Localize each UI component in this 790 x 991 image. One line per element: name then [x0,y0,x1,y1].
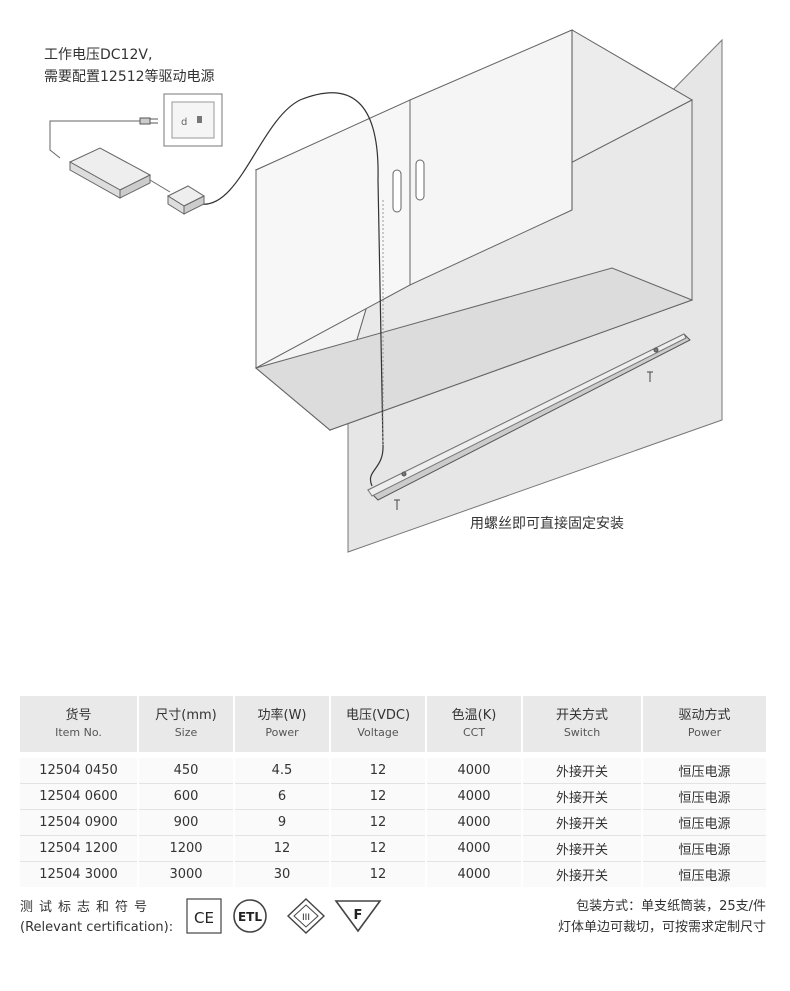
header-cct: 色温(K)CCT [426,696,523,755]
table-row: 12504 0600 600 6 12 4000 外接开关 恒压电源 [20,783,766,810]
header-voltage: 电压(VDC)Voltage [330,696,427,755]
table-cell: 12504 0600 [20,783,139,810]
svg-text:III: III [302,913,310,923]
power-note-line2: 需要配置12512等驱动电源 [44,69,215,85]
power-note-line1: 工作电压DC12V, [44,47,153,63]
table-row: 12504 3000 3000 30 12 4000 外接开关 恒压电源 [20,861,766,887]
packaging-line1: 包装方式：单支纸筒装，25支/件 [576,899,766,914]
table-cell: 12 [330,835,427,862]
table-cell: 12504 0900 [20,809,139,836]
table-cell: 恒压电源 [642,861,766,887]
table-cell: 900 [138,809,235,836]
packaging-info: 包装方式：单支纸筒装，25支/件 灯体单边可裁切，可按需求定制尺寸 [558,896,766,938]
table-row: 12504 0900 900 9 12 4000 外接开关 恒压电源 [20,809,766,836]
table-row: 12504 0450 450 4.5 12 4000 外接开关 恒压电源 [20,752,766,784]
table-cell: 外接开关 [522,835,643,862]
table-cell: 12504 1200 [20,835,139,862]
table-cell: 恒压电源 [642,752,766,784]
table-cell: 4000 [426,861,523,887]
connector-icon [166,185,206,215]
svg-text:CE: CE [194,909,214,927]
table-cell: 外接开关 [522,861,643,887]
ce-mark-icon: CE [186,898,222,934]
table-cell: 12504 0450 [20,752,139,784]
screw-icon [647,371,653,382]
table-cell: 4000 [426,752,523,784]
led-profile-bar [367,333,691,501]
power-driver-box [68,147,152,199]
table-cell: 12 [330,752,427,784]
svg-text:ETL: ETL [238,910,262,924]
table-cell: 30 [234,861,331,887]
certification-label-zh: 测试标志和符号 [20,900,154,915]
cable [199,92,384,487]
table-cell: 12 [234,835,331,862]
cabinet [254,29,694,431]
table-cell: 外接开关 [522,752,643,784]
table-cell: 4.5 [234,752,331,784]
table-cell: 1200 [138,835,235,862]
table-cell: 外接开关 [522,783,643,810]
table-cell: 3000 [138,861,235,887]
table-cell: 4000 [426,809,523,836]
etl-listed-icon: ETL [233,899,267,933]
certification-label-en: (Relevant certification): [20,920,174,935]
table-cell: 600 [138,783,235,810]
header-size: 尺寸(mm)Size [138,696,235,755]
svg-text:F: F [354,908,363,923]
table-cell: 12 [330,783,427,810]
installation-illustration: d [49,29,723,553]
table-cell: 12 [330,861,427,887]
installation-note: 用螺丝即可直接固定安装 [470,516,624,532]
table-cell: 6 [234,783,331,810]
table-cell: 恒压电源 [642,809,766,836]
screw-icon [394,499,400,510]
svg-text:d: d [181,117,187,128]
table-cell: 恒压电源 [642,783,766,810]
table-cell: 12504 3000 [20,861,139,887]
table-cell: 4000 [426,783,523,810]
table-cell: 4000 [426,835,523,862]
table-cell: 450 [138,752,235,784]
f-mark-icon: F [334,900,382,933]
power-requirement-note: 工作电压DC12V, 需要配置12512等驱动电源 [44,44,215,88]
header-power: 功率(W)Power [234,696,331,755]
packaging-line2: 灯体单边可裁切，可按需求定制尺寸 [557,920,766,935]
table-cell: 外接开关 [522,809,643,836]
certification-label: 测试标志和符号 (Relevant certification): [20,898,173,938]
table-cell: 恒压电源 [642,835,766,862]
certification-icons: CE ETL III F [186,898,382,934]
table-row: 12504 1200 1200 12 12 4000 外接开关 恒压电源 [20,835,766,862]
wall-socket-icon: d [163,93,223,147]
table-cell: 9 [234,809,331,836]
class-iii-icon: III [286,898,326,934]
table-cell: 12 [330,809,427,836]
